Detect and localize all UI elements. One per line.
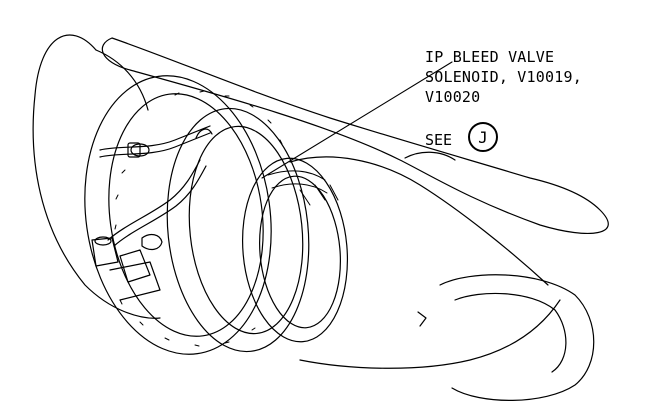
callout-line-1: IP BLEED VALVE	[425, 48, 555, 66]
callout-line-2: SOLENOID, V10019,	[425, 68, 582, 86]
bleed-tube-upper-2	[99, 132, 211, 158]
solenoid-body-2	[119, 249, 151, 283]
solenoid-body-1	[91, 237, 119, 267]
second-flange-ring	[166, 107, 310, 353]
connector-plug	[141, 233, 163, 251]
bleed-tube-lower-2	[113, 165, 207, 247]
solenoid-cap-1	[94, 236, 112, 246]
front-flange-inner	[108, 93, 264, 337]
core-ribs	[267, 170, 339, 206]
exhaust-nozzle-outer	[439, 274, 595, 401]
exhaust-nozzle-inner	[454, 292, 567, 373]
front-flange-ring	[84, 75, 272, 355]
core-casing-bottom	[299, 299, 561, 369]
view-reference-circle[interactable]: J	[468, 122, 498, 152]
pylon-fairing-edge	[404, 151, 456, 161]
tube-clamp	[127, 142, 141, 158]
outer-cowl-inner-rim	[95, 49, 149, 111]
bleed-tube-hook	[195, 128, 213, 139]
core-forward-inner	[259, 175, 341, 329]
bleed-tube-lower	[107, 159, 201, 241]
bleed-tube-upper	[99, 125, 211, 151]
see-label: SEE	[425, 131, 453, 149]
callout-line-3: V10020	[425, 88, 481, 106]
pylon-fairing	[101, 37, 609, 234]
solenoid-bracket	[109, 261, 161, 301]
view-letter: J	[478, 127, 488, 147]
callout-leader-line	[261, 61, 453, 179]
second-flange-inner	[188, 125, 304, 335]
core-forward-ring	[241, 157, 349, 343]
outer-cowl	[32, 34, 161, 319]
nozzle-plug	[417, 311, 427, 327]
flange-bolts	[114, 90, 283, 347]
core-casing-top	[289, 156, 549, 286]
see-reference[interactable]: SEE J	[425, 122, 545, 158]
